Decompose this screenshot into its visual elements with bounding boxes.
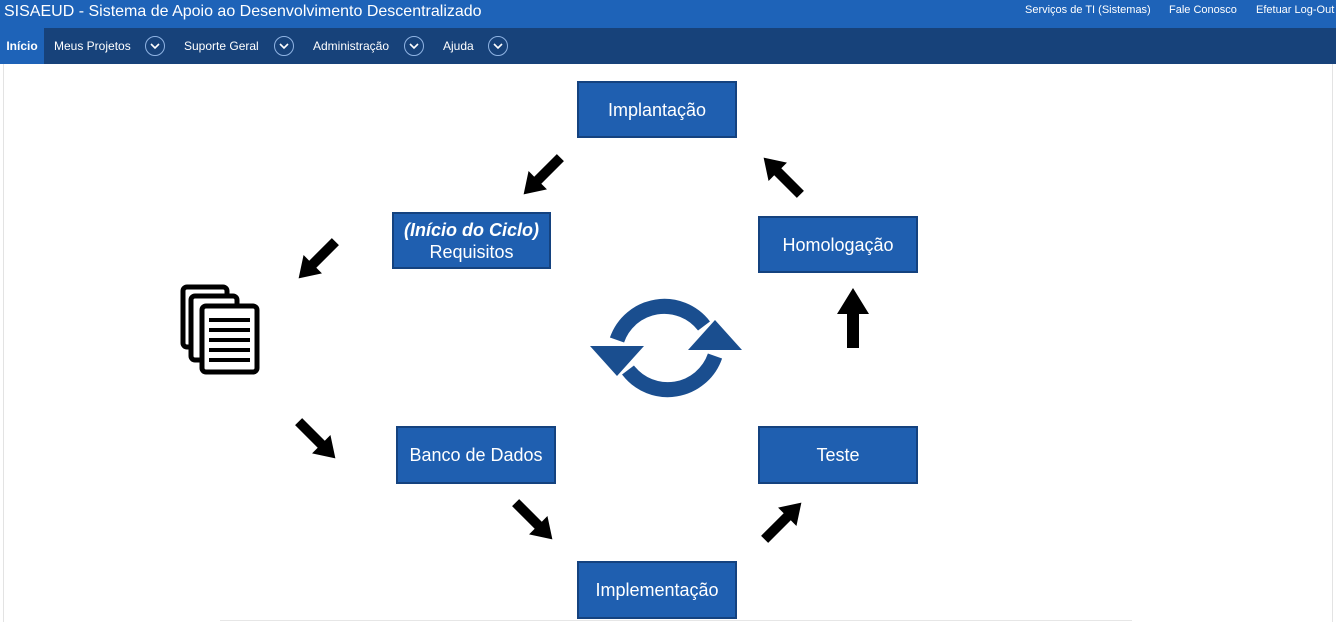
services-link[interactable]: Serviços de TI (Sistemas) [1025,4,1151,16]
arrow-down-left-icon [523,154,564,195]
stage-homologacao: Homologação [758,216,918,273]
arrow-up-right-icon [761,502,802,543]
top-bar: SISAEUD - Sistema de Apoio ao Desenvolvi… [0,0,1336,28]
stage-label: Implementação [595,580,719,600]
app-title: SISAEUD - Sistema de Apoio ao Desenvolvi… [4,3,482,20]
arrow-down-left-icon [298,238,339,279]
stage-label: Banco de Dados [409,445,543,465]
cycle-start-label: (Início do Ciclo) [404,219,539,240]
chevron-down-icon[interactable] [145,36,165,56]
arrow-up-left-icon [763,157,804,198]
chevron-down-icon[interactable] [274,36,294,56]
logout-link[interactable]: Efetuar Log-Out [1256,4,1335,16]
stage-label: Teste [816,445,860,465]
arrow-down-right-icon [295,418,336,459]
stage-label: Requisitos [429,241,514,262]
stage-teste: Teste [758,426,918,484]
stage-requisitos: (Início do Ciclo) Requisitos [392,212,551,269]
nav-my-projects[interactable]: Meus Projetos [54,39,131,53]
nav-administration[interactable]: Administração [313,39,390,53]
chevron-down-icon[interactable] [488,36,508,56]
divider [220,620,1132,621]
arrow-up-icon [837,288,869,348]
chevron-down-icon[interactable] [404,36,424,56]
documents-icon [180,284,260,375]
nav-home[interactable]: Início [0,28,44,64]
sync-icon [590,298,742,398]
stage-banco-de-dados: Banco de Dados [396,426,556,484]
stage-label: Implantação [607,99,707,120]
arrow-down-right-icon [512,499,553,540]
stage-implantacao: Implantação [577,81,737,138]
nav-help[interactable]: Ajuda [443,39,474,53]
stage-label: Homologação [782,234,894,255]
contact-link[interactable]: Fale Conosco [1169,4,1237,16]
stage-implementacao: Implementação [577,561,737,619]
main-nav: Início Meus Projetos Suporte Geral Admin… [0,28,1336,64]
nav-general-support[interactable]: Suporte Geral [184,39,259,53]
